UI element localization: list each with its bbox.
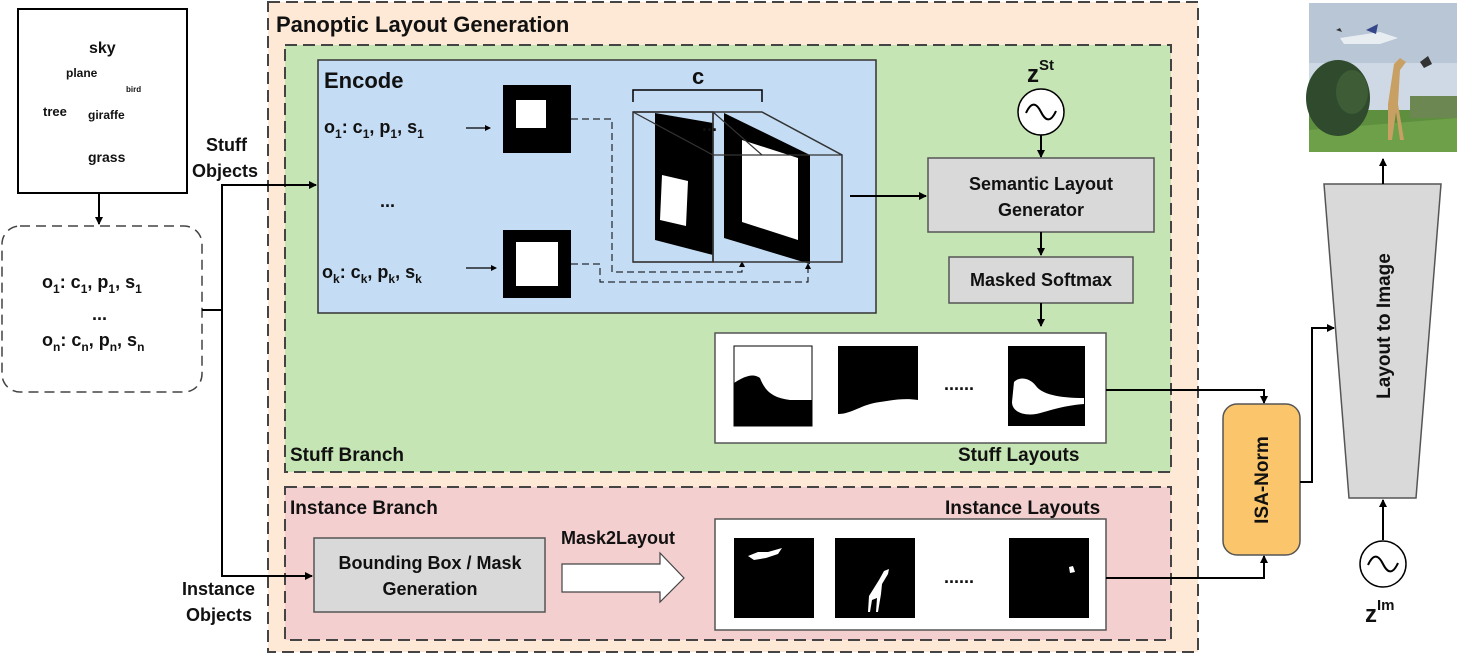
layout-to-image-label: Layout to Image [1374, 253, 1395, 399]
cube-label-c: c [692, 64, 704, 89]
stuff-layouts-label: Stuff Layouts [958, 445, 1079, 466]
instance-branch-label: Instance Branch [290, 498, 438, 519]
word-tree: tree [43, 104, 67, 119]
word-sky: sky [89, 40, 116, 57]
object-list-first: o1: c1, p1, s1 [42, 272, 142, 296]
stuff-layouts-dots: ...... [944, 374, 974, 394]
instance-layout-2 [835, 538, 915, 618]
z-image-label: zIm [1365, 597, 1395, 628]
instance-layout-1 [734, 538, 814, 618]
cube-dots: ... [702, 115, 717, 135]
object-list-ellipsis: ... [92, 304, 107, 324]
stuff-objects-label-2: Objects [192, 161, 258, 181]
stuff-objects-label-1: Stuff [206, 135, 248, 155]
semantic-layout-generator-box [927, 157, 1155, 233]
stuff-layout-1 [733, 345, 813, 427]
encode-row-k: ok: ck, pk, sk [322, 262, 422, 286]
z-stuff-label: zSt [1027, 57, 1054, 88]
word-giraffe: giraffe [88, 108, 125, 122]
mask2layout-label: Mask2Layout [561, 528, 675, 548]
stuff-layout-2 [838, 346, 918, 426]
stuff-branch-label: Stuff Branch [290, 445, 404, 466]
generated-image [1306, 3, 1457, 152]
isa-norm-box [1222, 403, 1301, 556]
bbox-generation-box [313, 537, 546, 613]
panoptic-title: Panoptic Layout Generation [276, 12, 569, 37]
layout-to-image-box [1323, 183, 1442, 499]
instance-layout-3 [1009, 538, 1089, 618]
encode-title: Encode [324, 68, 403, 93]
layout-cube [632, 111, 843, 264]
semantic-layout-generator-line-1: Semantic Layout [969, 174, 1113, 194]
masked-softmax-label: Masked Softmax [970, 270, 1112, 290]
object-list-last: on: cn, pn, sn [42, 330, 144, 354]
instance-objects-label-2: Objects [186, 605, 252, 625]
instance-layouts-dots: ...... [944, 567, 974, 587]
scene-box [17, 8, 188, 194]
word-grass: grass [88, 149, 126, 165]
instance-objects-label-1: Instance [182, 579, 255, 599]
semantic-layout-generator-line-2: Generator [998, 200, 1084, 220]
word-bird: bird [126, 85, 141, 94]
instance-layouts-label: Instance Layouts [945, 498, 1100, 519]
word-plane: plane [66, 66, 98, 80]
isa-norm-label: ISA-Norm [1252, 436, 1273, 524]
encode-row-1: o1: c1, p1, s1 [324, 117, 424, 141]
encode-ellipsis: ... [380, 191, 395, 211]
stuff-layout-3 [1008, 346, 1085, 426]
bbox-generation-line-1: Bounding Box / Mask [338, 553, 522, 573]
bbox-generation-line-2: Generation [382, 579, 477, 599]
mask2layout-arrow [561, 551, 685, 604]
